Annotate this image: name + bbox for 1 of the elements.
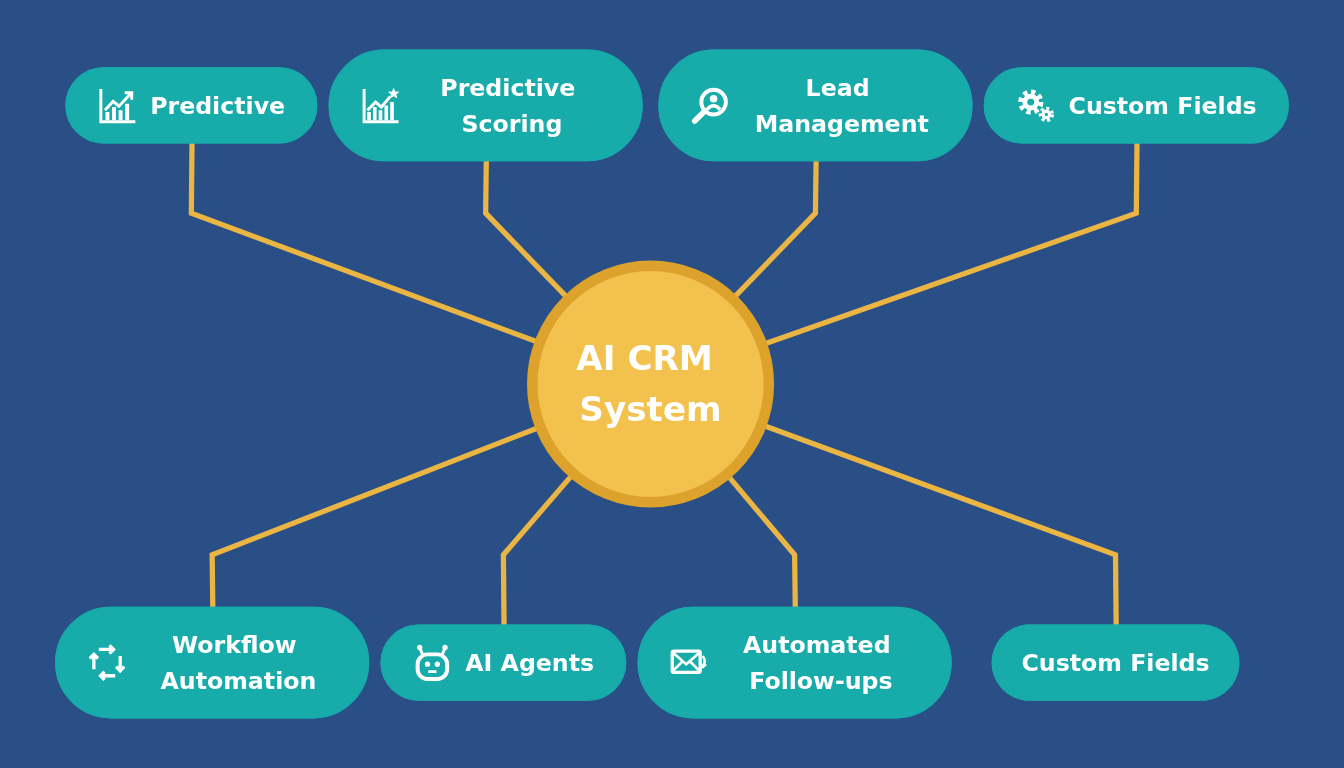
node-circle: AI CRM System	[527, 260, 775, 508]
